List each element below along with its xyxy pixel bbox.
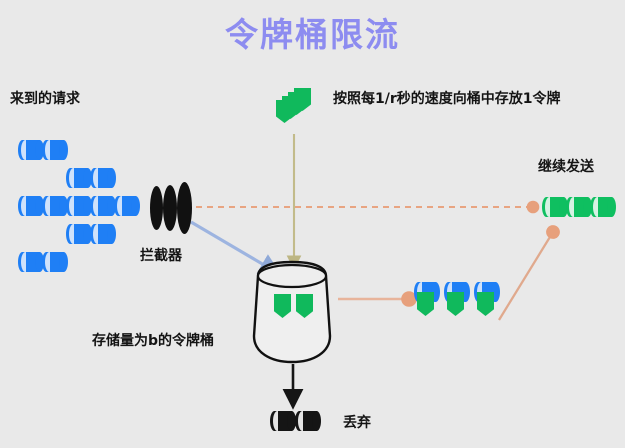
page-title: 令牌桶限流: [225, 15, 400, 54]
black-lens-icon: [150, 186, 163, 230]
incoming-requests-label: 来到的请求: [10, 91, 80, 107]
request-packet: [18, 252, 44, 272]
dropped-packet: [295, 411, 321, 431]
request-packet: [42, 196, 68, 216]
request-packet: [66, 168, 92, 188]
passed-packet: [590, 197, 616, 217]
request-packet: [42, 140, 68, 160]
dropped-packets-group: [270, 411, 326, 435]
tagged-packets-group: [414, 282, 504, 324]
token-rate-label: 按照每1/r秒的速度向桶中存放1令牌: [333, 91, 561, 107]
passed-packet: [542, 197, 568, 217]
black-lens-icon: [163, 185, 177, 231]
token-source-stack: [276, 88, 320, 132]
green-shield-icon: [276, 100, 293, 123]
request-packet: [90, 168, 116, 188]
request-packet: [114, 196, 140, 216]
request-packet: [18, 140, 44, 160]
bucket-tokens-group: [274, 294, 316, 320]
tagged-packet: [444, 282, 472, 320]
request-packet: [18, 196, 44, 216]
request-packet: [42, 252, 68, 272]
tagged-packet: [414, 282, 442, 320]
request-packet: [66, 196, 92, 216]
green-shield-icon: [274, 294, 291, 318]
request-packet: [90, 196, 116, 216]
bucket-icon: [252, 260, 332, 364]
green-shield-icon: [296, 294, 313, 318]
green-shield-icon: [417, 292, 434, 316]
green-shield-icon: [477, 292, 494, 316]
passed-packet: [566, 197, 592, 217]
continue-send-label: 继续发送: [538, 159, 594, 175]
bucket-capacity-label: 存储量为b的令牌桶: [92, 333, 215, 349]
request-packet: [66, 224, 92, 244]
black-lens-icon: [177, 182, 192, 234]
discard-label: 丢弃: [343, 415, 371, 431]
flow-interceptor-to-bucket: [190, 220, 282, 276]
flow-tagged-to-continue: [498, 225, 560, 321]
incoming-requests-group: [0, 0, 160, 300]
dropped-packet: [270, 411, 296, 431]
passed-packets-group: [542, 197, 622, 221]
request-packet: [90, 224, 116, 244]
interceptor-group: [150, 182, 200, 236]
green-shield-icon: [447, 292, 464, 316]
interceptor-label: 拦截器: [140, 248, 182, 264]
tagged-packet: [474, 282, 502, 320]
